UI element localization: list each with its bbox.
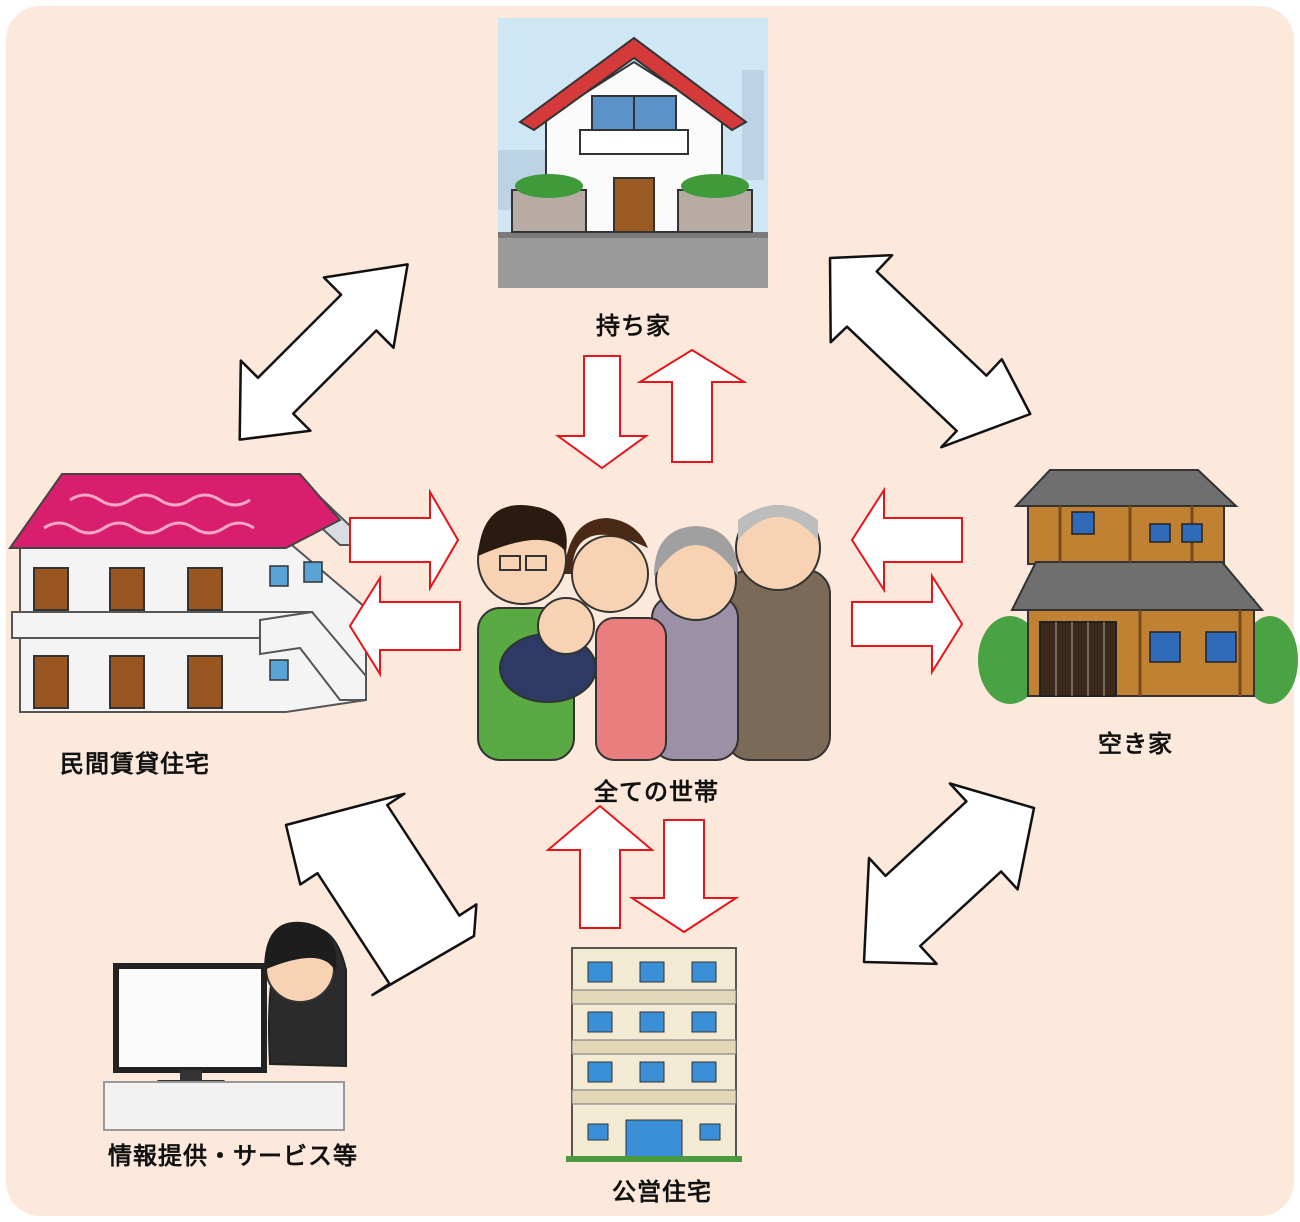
double-arrow-owned-vacant: [828, 253, 1032, 449]
label-info-services: 情報提供・サービス等: [108, 1142, 358, 1170]
label-rental-housing: 民間賃貸住宅: [60, 750, 210, 778]
info-services-illustration: [103, 921, 347, 1131]
red-arrow-owned-to-households: [554, 355, 650, 470]
double-arrow-owned-rental: [238, 263, 409, 441]
red-arrow-public-to-households: [628, 819, 740, 934]
red-arrow-households-to-vacant: [851, 572, 964, 676]
red-arrow-households-to-rental: [348, 574, 461, 678]
public-housing-illustration: [566, 947, 742, 1162]
family-illustration: [477, 505, 831, 761]
rental-housing-illustration: [8, 473, 373, 713]
label-all-households: 全ての世帯: [594, 778, 719, 806]
label-vacant-house: 空き家: [1098, 730, 1173, 758]
red-arrow-households-to-owned: [636, 348, 748, 463]
red-arrow-vacant-to-households: [850, 486, 963, 594]
double-arrow-rental-public: [284, 792, 478, 997]
label-public-housing: 公営住宅: [612, 1178, 712, 1206]
red-arrow-rental-to-households: [349, 488, 460, 592]
vacant-house-illustration: [978, 469, 1298, 704]
owned-house-illustration: [498, 18, 768, 288]
red-arrow-households-to-public: [545, 804, 655, 929]
label-owned-house: 持ち家: [596, 312, 671, 340]
double-arrow-vacant-public: [862, 782, 1036, 966]
